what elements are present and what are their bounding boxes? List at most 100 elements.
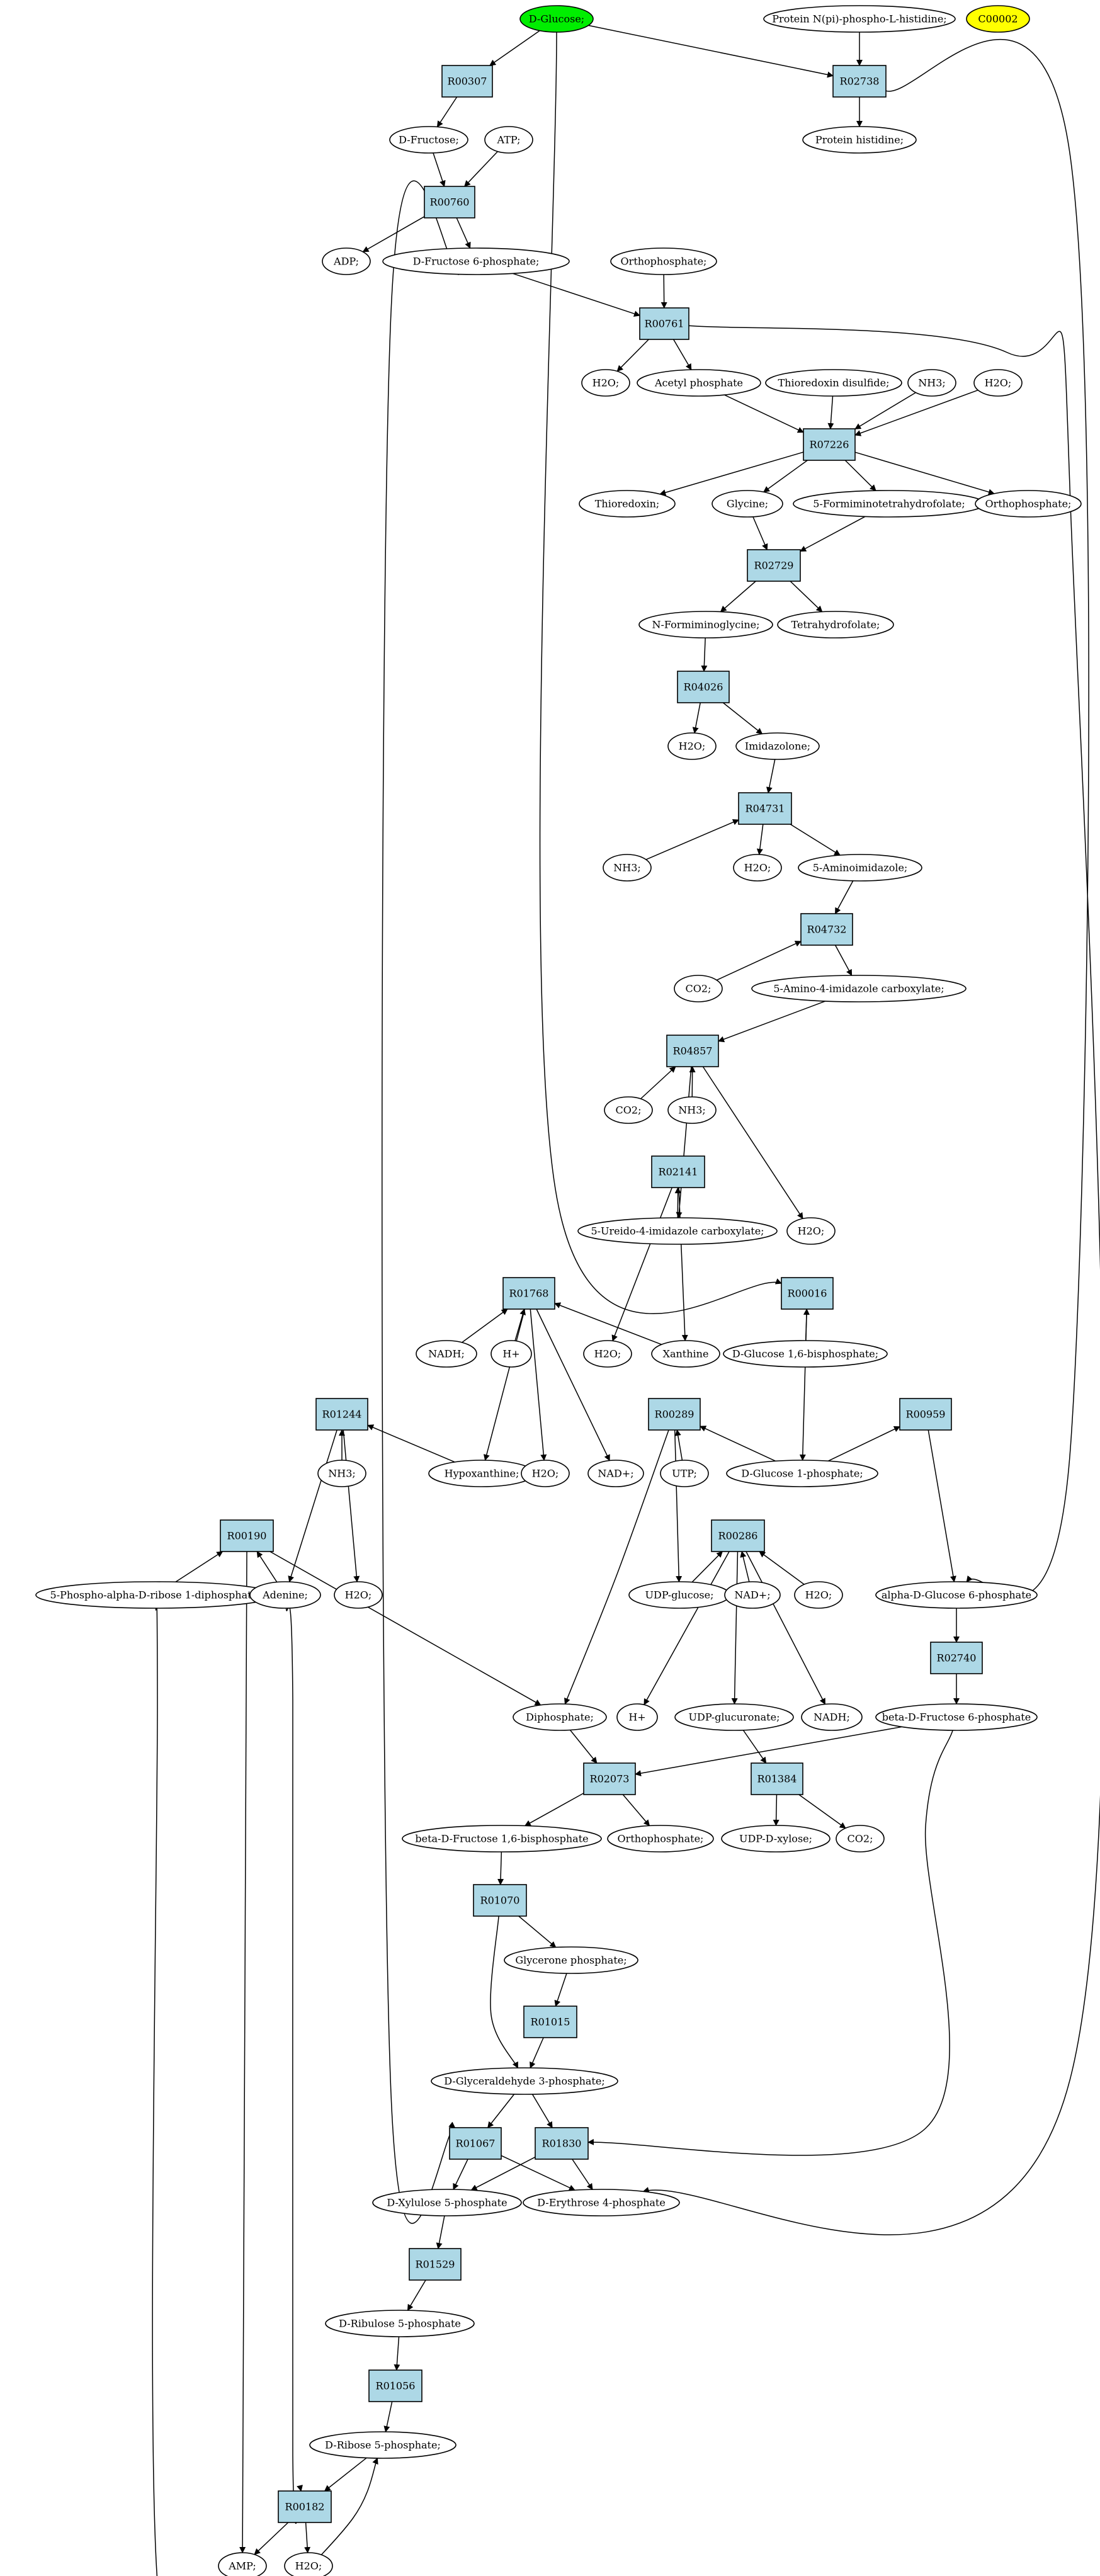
compound-node-h2o_a[interactable]: H2O;	[581, 369, 630, 397]
compound-node-h2o_d[interactable]: H2O;	[733, 854, 782, 882]
compound-node-bf6p[interactable]: beta-D-Fructose 6-phosphate	[875, 1703, 1038, 1731]
reaction-node-r01244[interactable]: R01244	[315, 1398, 368, 1431]
reaction-node-r01830[interactable]: R01830	[535, 2127, 589, 2160]
compound-node-g1p[interactable]: D-Glucose 1-phosphate;	[726, 1460, 878, 1487]
compound-node-ag6p[interactable]: alpha-D-Glucose 6-phosphate	[875, 1581, 1038, 1609]
reaction-label: R00959	[906, 1409, 946, 1421]
compound-node-hplus2[interactable]: H+	[616, 1703, 658, 1731]
reaction-node-r04732[interactable]: R04732	[800, 913, 853, 946]
reaction-node-r02729[interactable]: R02729	[747, 549, 801, 582]
reaction-node-r00016[interactable]: R00016	[781, 1277, 834, 1310]
compound-node-nadh2[interactable]: NADH;	[801, 1703, 863, 1731]
compound-node-h2o_c[interactable]: H2O;	[667, 732, 717, 760]
compound-node-ortho1[interactable]: Orthophosphate;	[610, 247, 717, 275]
compound-node-udpglc[interactable]: UDP-glucose;	[628, 1581, 730, 1609]
compound-node-nadplus2[interactable]: NAD+;	[724, 1581, 781, 1609]
reaction-node-r00959[interactable]: R00959	[899, 1398, 952, 1431]
reaction-node-r01056[interactable]: R01056	[368, 2369, 422, 2402]
compound-node-ureidoimid[interactable]: 5-Ureido-4-imidazole carboxylate;	[577, 1217, 778, 1245]
compound-node-xanthine[interactable]: Xanthine	[651, 1340, 720, 1368]
reaction-node-r01384[interactable]: R01384	[751, 1762, 803, 1795]
compound-node-adenine[interactable]: Adenine;	[249, 1581, 321, 1609]
compound-node-protein_his[interactable]: Protein histidine;	[802, 126, 917, 154]
reaction-node-r01768[interactable]: R01768	[502, 1277, 555, 1310]
compound-node-thiodis[interactable]: Thioredoxin disulfide;	[765, 369, 902, 397]
compound-node-udpxyl[interactable]: UDP-D-xylose;	[721, 1825, 831, 1853]
compound-node-adp[interactable]: ADP;	[322, 247, 371, 275]
compound-node-aminoimid[interactable]: 5-Aminoimidazole;	[798, 854, 922, 882]
compound-node-diphosphate[interactable]: Diphosphate;	[513, 1703, 607, 1731]
compound-node-atp1[interactable]: ATP;	[484, 126, 533, 154]
reaction-node-r00761[interactable]: R00761	[639, 307, 689, 340]
compound-node-thf[interactable]: Tetrahydrofolate;	[777, 611, 894, 638]
compound-node-nformgly[interactable]: N-Formiminoglycine;	[638, 611, 773, 638]
reaction-node-r01529[interactable]: R01529	[409, 2248, 462, 2281]
compound-node-xu5p[interactable]: D-Xylulose 5-phosphate	[372, 2189, 522, 2216]
compound-node-g16bp[interactable]: D-Glucose 1,6-bisphosphate;	[723, 1340, 888, 1368]
compound-node-glycp[interactable]: Glycerone phosphate;	[504, 1946, 638, 1974]
reaction-node-r07226[interactable]: R07226	[803, 428, 856, 461]
compound-node-ru5p[interactable]: D-Ribulose 5-phosphate	[325, 2310, 475, 2337]
compound-node-thio[interactable]: Thioredoxin;	[579, 490, 676, 518]
compound-node-c00002[interactable]: C00002	[966, 5, 1030, 33]
reaction-node-r02141[interactable]: R02141	[651, 1155, 705, 1188]
reaction-node-r04857[interactable]: R04857	[666, 1035, 719, 1067]
compound-node-ortho2[interactable]: Orthophosphate;	[975, 490, 1082, 518]
compound-node-co2_b[interactable]: CO2;	[604, 1096, 653, 1124]
compound-node-ortho3[interactable]: Orthophosphate;	[607, 1825, 714, 1853]
compound-node-nh3_a[interactable]: NH3;	[907, 369, 956, 397]
compound-node-bf16bp[interactable]: beta-D-Fructose 1,6-bisphosphate	[402, 1825, 602, 1853]
compound-node-h2o_b[interactable]: H2O;	[973, 369, 1023, 397]
compound-node-udpglcua[interactable]: UDP-glucuronate;	[674, 1703, 794, 1731]
compound-shape	[249, 1581, 321, 1609]
compound-node-h2o_g[interactable]: H2O;	[521, 1460, 570, 1487]
compound-node-hypox[interactable]: Hypoxanthine;	[428, 1460, 535, 1487]
compound-node-hplus1[interactable]: H+	[490, 1340, 532, 1368]
reaction-node-r00760[interactable]: R00760	[424, 186, 475, 218]
reaction-node-r02740[interactable]: R02740	[930, 1642, 983, 1674]
reaction-node-r01070[interactable]: R01070	[473, 1884, 527, 1917]
compound-shape	[521, 1460, 570, 1487]
reaction-label: R00307	[448, 76, 487, 88]
compound-node-nh3_d[interactable]: NH3;	[317, 1460, 366, 1487]
compound-node-dglucose[interactable]: D-Glucose;	[519, 5, 594, 33]
reaction-node-r02738[interactable]: R02738	[832, 65, 887, 98]
compound-node-nadplus1[interactable]: NAD+;	[587, 1460, 644, 1487]
compound-node-dfructose[interactable]: D-Fructose;	[389, 126, 468, 154]
reaction-node-r00182[interactable]: R00182	[278, 2490, 332, 2523]
compound-node-h2o_i[interactable]: H2O;	[794, 1581, 843, 1609]
reaction-node-r00286[interactable]: R00286	[711, 1519, 765, 1552]
compound-node-f6p[interactable]: D-Fructose 6-phosphate;	[382, 247, 570, 275]
compound-node-imidazolone[interactable]: Imidazolone;	[735, 732, 820, 760]
compound-node-utp[interactable]: UTP;	[660, 1460, 709, 1487]
reaction-node-r00307[interactable]: R00307	[441, 65, 493, 98]
compound-node-formthf[interactable]: 5-Formiminotetrahydrofolate;	[793, 490, 985, 518]
compound-node-e4p[interactable]: D-Erythrose 4-phosphate	[523, 2189, 680, 2216]
compound-node-h2o_j[interactable]: H2O;	[284, 2552, 333, 2576]
compound-node-glycine[interactable]: Glycine;	[712, 490, 783, 518]
compound-node-h2o_f[interactable]: H2O;	[583, 1340, 632, 1368]
reaction-node-r00289[interactable]: R00289	[648, 1398, 701, 1431]
compound-node-h2o_e[interactable]: H2O;	[786, 1217, 836, 1245]
compound-node-r5p[interactable]: D-Ribose 5-phosphate;	[309, 2431, 456, 2459]
compound-node-pnhis[interactable]: Protein N(pi)-phospho-L-histidine;	[763, 5, 956, 33]
compound-node-prpp[interactable]: 5-Phospho-alpha-D-ribose 1-diphosphate;	[35, 1581, 276, 1609]
reaction-node-r04731[interactable]: R04731	[738, 792, 792, 825]
compound-node-nadh1[interactable]: NADH;	[416, 1340, 477, 1368]
compound-node-aminoimidcarb[interactable]: 5-Amino-4-imidazole carboxylate;	[751, 975, 967, 1002]
reaction-node-r01067[interactable]: R01067	[449, 2127, 502, 2160]
compound-node-nh3_c[interactable]: NH3;	[667, 1096, 717, 1124]
compound-node-co2_c[interactable]: CO2;	[836, 1825, 885, 1853]
compound-node-co2_a[interactable]: CO2;	[674, 975, 723, 1002]
compound-node-acetylp[interactable]: Acetyl phosphate	[637, 369, 761, 397]
reaction-node-r04026[interactable]: R04026	[677, 671, 730, 703]
reaction-node-r00190[interactable]: R00190	[220, 1519, 274, 1552]
compound-node-nh3_b[interactable]: NH3;	[603, 854, 652, 882]
compound-node-h2o_h[interactable]: H2O;	[334, 1581, 383, 1609]
compound-node-amp[interactable]: AMP;	[218, 2552, 267, 2576]
compound-node-gap[interactable]: D-Glyceraldehyde 3-phosphate;	[431, 2067, 618, 2095]
reaction-node-r01015[interactable]: R01015	[523, 2006, 577, 2038]
reaction-node-r02073[interactable]: R02073	[583, 1762, 636, 1795]
compound-shape	[674, 1703, 794, 1731]
reaction-box	[409, 2248, 462, 2281]
